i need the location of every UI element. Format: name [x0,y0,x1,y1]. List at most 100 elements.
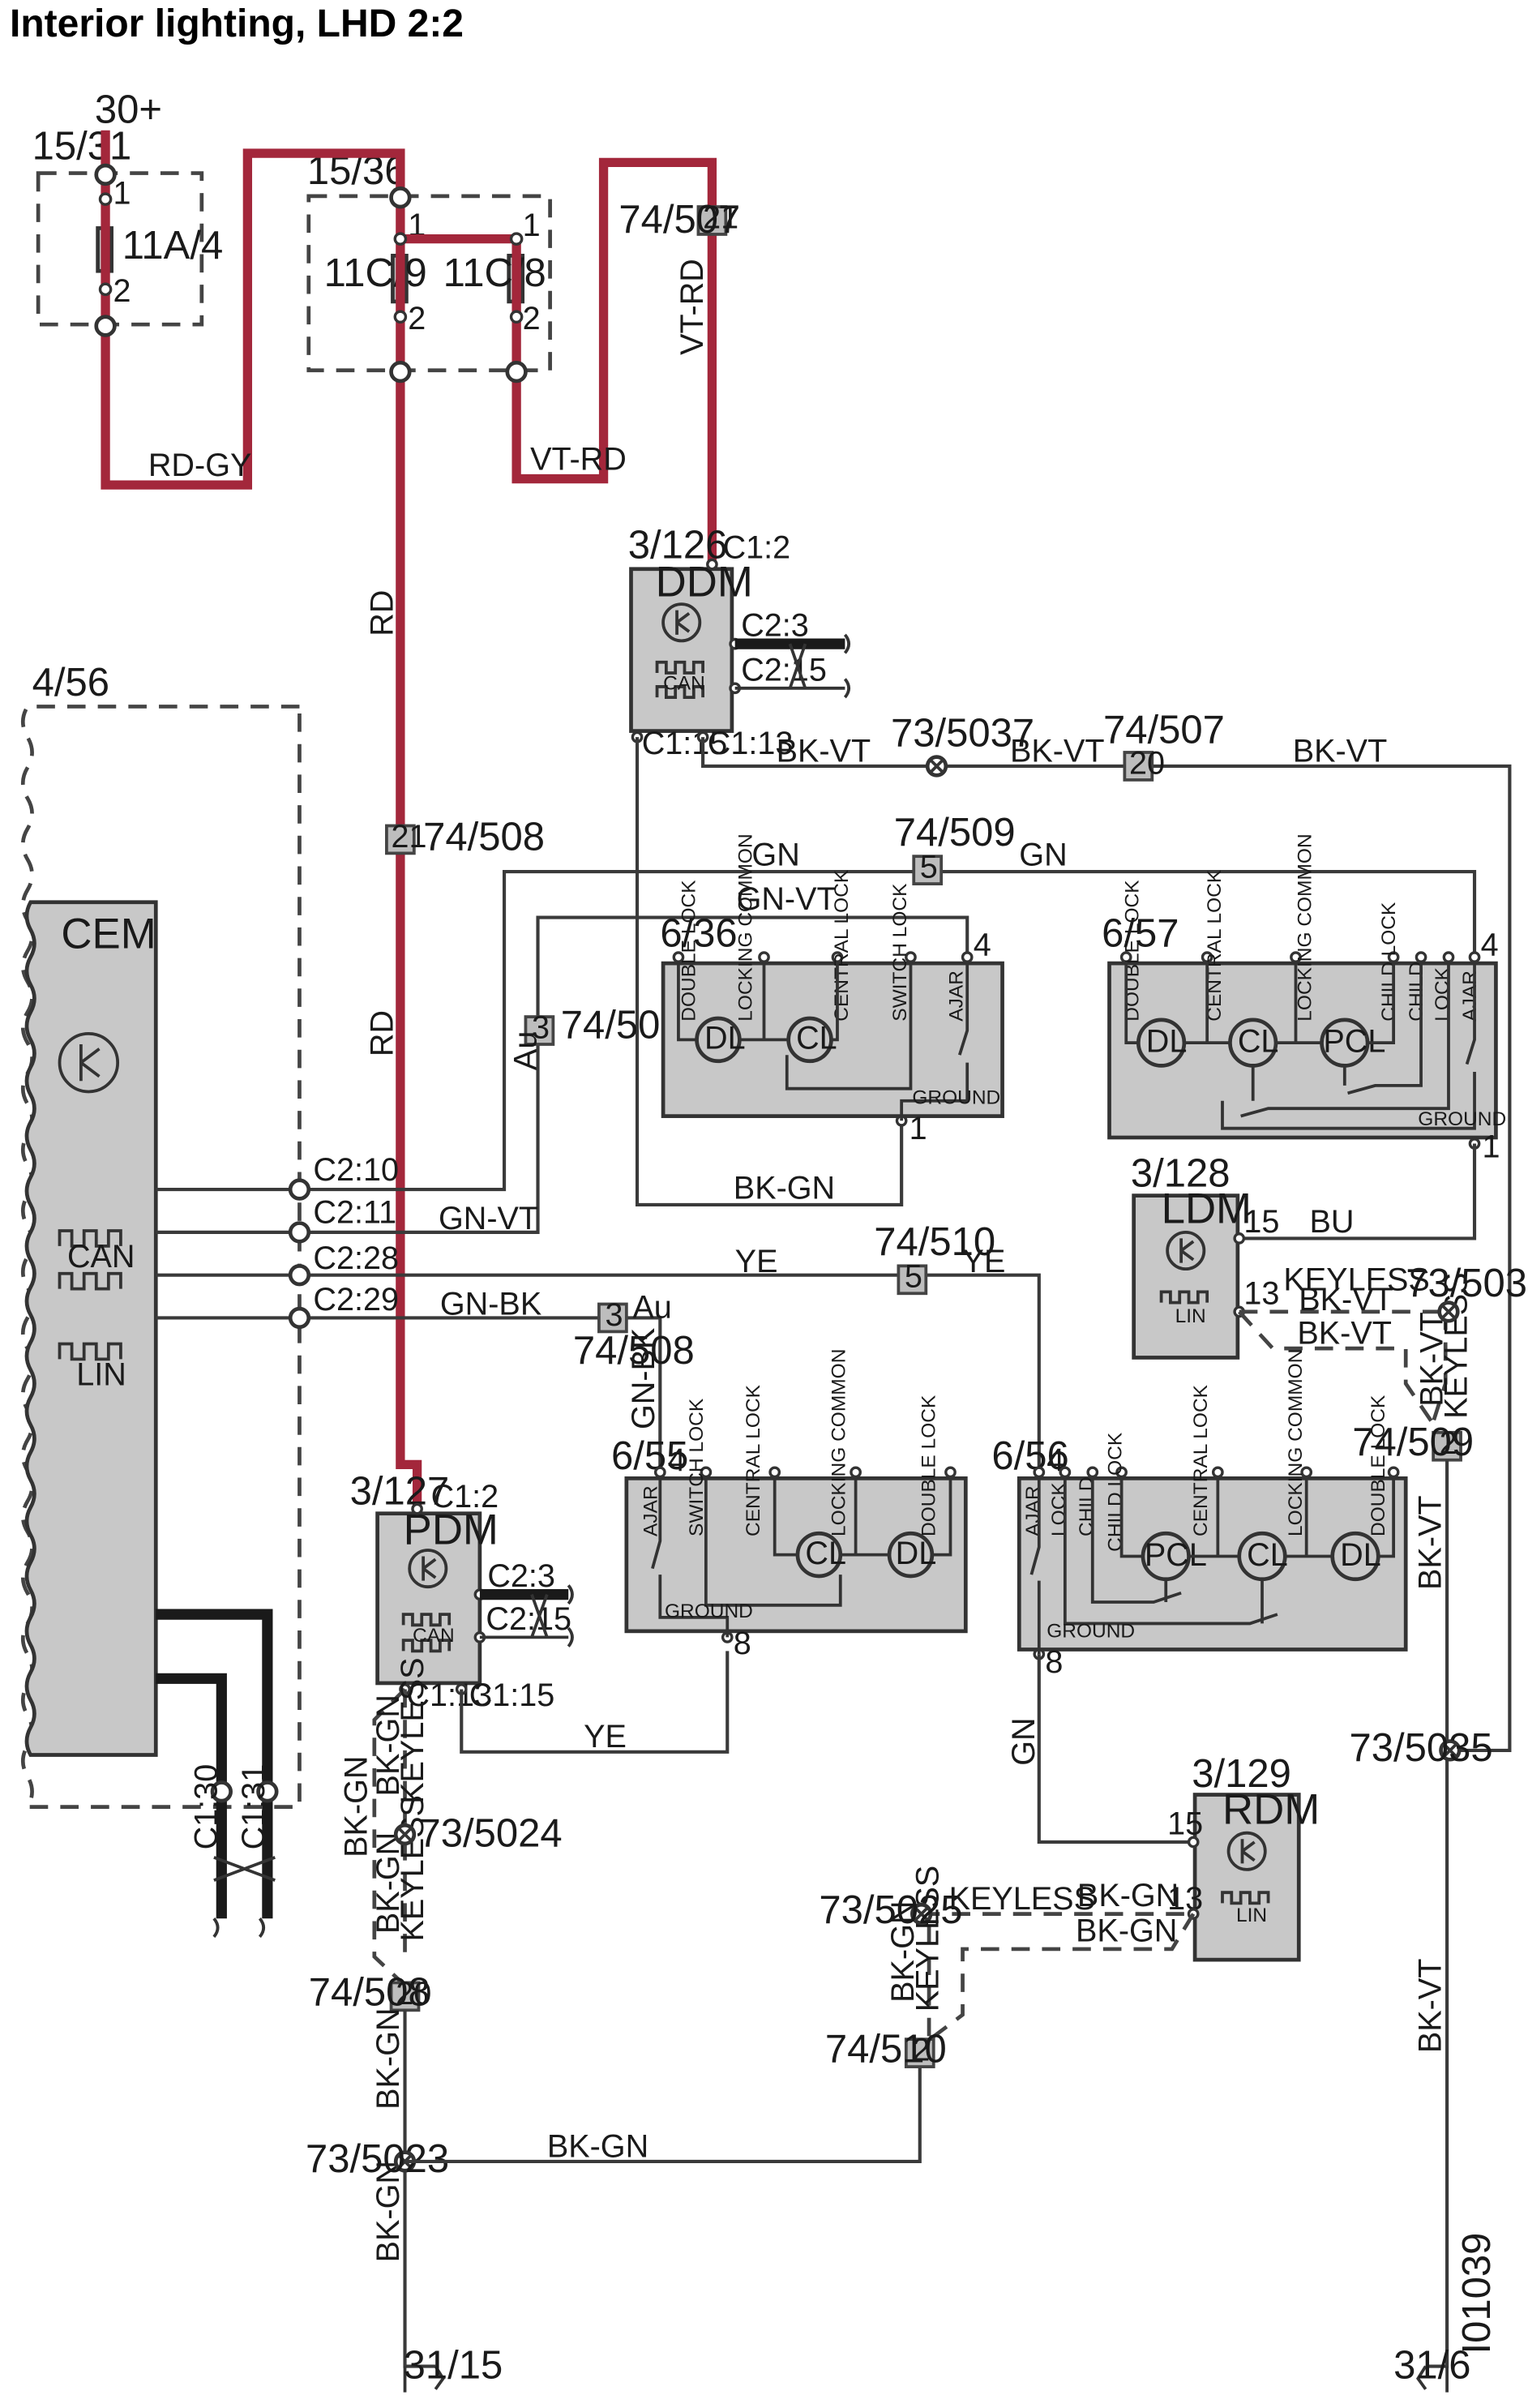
svg-text:15: 15 [1243,1204,1279,1240]
svg-text:CHILD: CHILD [1076,1476,1098,1536]
connector-74-507-pin-3: 3 74/507 Au [508,1003,683,1070]
svg-text:21: 21 [392,819,427,855]
svg-text:15: 15 [1167,1806,1203,1842]
svg-text:KEYLESS: KEYLESS [910,1866,945,2012]
label-ye-1: YE [735,1244,778,1279]
svg-text:CL: CL [1247,1537,1288,1573]
wire-bu [1239,1143,1477,1240]
fuse-terminals [94,163,528,383]
label-ye-2: YE [963,1244,1006,1279]
svg-text:4: 4 [974,928,991,963]
svg-text:73/5035: 73/5035 [1349,1726,1492,1770]
svg-text:C1:31: C1:31 [236,1764,272,1850]
svg-text:BK-VT: BK-VT [1414,1312,1449,1407]
svg-text:74/509: 74/509 [894,811,1016,855]
svg-text:CENTRAL LOCK: CENTRAL LOCK [743,1384,764,1536]
wire-label-rd-2: RD [364,1010,400,1056]
svg-text:BK-GN: BK-GN [1077,1878,1179,1913]
svg-text:KEYLESS: KEYLESS [1439,1272,1474,1418]
connector-74-510-pin-5: 5 74/510 [874,1220,995,1296]
svg-text:5: 5 [920,850,938,885]
svg-text:DL: DL [896,1536,937,1571]
power-label: 30+ [95,88,162,131]
svg-text:11C/9: 11C/9 [324,251,427,295]
wire-bk-gn-5023 [404,2067,922,2164]
label-bk-vt-5: BK-VT [1413,1959,1449,2054]
ldm-module: 3/128 LDM LIN 15 13 [1131,1151,1279,1360]
svg-text:KEYLESS: KEYLESS [1283,1262,1429,1298]
ddm-can-bus [734,633,850,699]
svg-text:LIN: LIN [1236,1905,1267,1926]
connector-74-507-pin-20: 20 74/507 [1103,709,1225,782]
ldm-keyless-wires: KEYLESS BK-VT BK-VT BK-VT KEYLESS [1237,1262,1474,1423]
svg-text:4: 4 [668,1442,686,1478]
pdm-keyless-wires: BK-GN KEYLESS BK-GN BK-GN KEYLESS [338,1657,430,1983]
svg-text:2: 2 [113,273,131,309]
svg-text:20: 20 [1129,745,1165,781]
svg-text:1: 1 [910,1111,927,1146]
svg-text:BK-GN: BK-GN [338,1755,374,1857]
svg-text:DOUBLE LOCK: DOUBLE LOCK [1367,1395,1389,1536]
svg-text:C1:15: C1:15 [469,1677,555,1713]
svg-text:SWITCH LOCK: SWITCH LOCK [686,1398,708,1536]
connector-74-508-pin-21: 21 74/508 [385,816,545,859]
door-lock-6-57: 6/57 4 1 DOUBLE LOCK CENTRAL LOCK LOCKIN… [1102,833,1506,1164]
svg-text:3: 3 [532,1009,550,1045]
rdm-module: 3/129 RDM LIN 15 13 [1167,1752,1320,1962]
svg-text:AJAR: AJAR [946,970,968,1022]
svg-text:BK-VT: BK-VT [1299,1282,1393,1318]
svg-text:Au: Au [508,1031,544,1070]
svg-text:6/56: 6/56 [991,1434,1068,1478]
svg-text:AJAR: AJAR [1459,970,1481,1022]
svg-text:KEYLESS: KEYLESS [395,1795,430,1941]
svg-text:3/129: 3/129 [1192,1752,1291,1796]
svg-text:73/5025: 73/5025 [819,1888,962,1932]
label-bk-gn-ddm: BK-GN [734,1170,835,1206]
svg-text:CL: CL [796,1021,837,1056]
svg-text:LDM: LDM [1162,1185,1252,1233]
label-gn-3: GN [1006,1717,1042,1765]
drawing-id: I01039 [1455,2233,1499,2354]
svg-text:C1:30: C1:30 [189,1764,225,1850]
svg-text:1: 1 [113,175,131,211]
svg-text:Au: Au [632,1289,671,1325]
svg-text:1: 1 [523,208,541,243]
svg-text:20: 20 [396,1976,431,2012]
svg-text:8: 8 [1045,1644,1063,1680]
svg-text:GROUND: GROUND [912,1087,1000,1109]
svg-text:DDM: DDM [656,559,753,606]
wire-gn-rdm [1037,1654,1194,1845]
svg-text:LOCKING COMMON: LOCKING COMMON [734,833,756,1021]
svg-text:74/510: 74/510 [874,1220,995,1264]
svg-text:AJAR: AJAR [640,1485,662,1536]
svg-text:74/509: 74/509 [1352,1420,1474,1464]
svg-text:3/128: 3/128 [1131,1151,1231,1195]
label-bk-gn-5: BK-GN [547,2128,648,2164]
splice-73-5025: 73/5025 [819,1888,962,1932]
svg-text:74/508: 74/508 [573,1329,695,1373]
svg-text:LOCKING COMMON: LOCKING COMMON [1294,833,1316,1021]
splice-73-5024: 73/5024 [393,1812,563,1856]
svg-text:73/5036: 73/5036 [1406,1262,1528,1305]
wire-bk-vt-ddm [701,737,1512,1752]
svg-text:C2:28: C2:28 [313,1240,399,1276]
connector-74-507-pin-21: 21 74/507 [618,198,740,242]
svg-text:LIN: LIN [1175,1305,1206,1327]
svg-text:GROUND: GROUND [1046,1620,1135,1642]
label-bk-gn-4: BK-GN [370,2161,406,2262]
diagram-title: Interior lighting, LHD 2:2 [10,2,464,45]
splice-73-5023: 73/5023 [306,2137,449,2181]
label-gn-1: GN [751,837,799,872]
svg-text:31/6: 31/6 [1393,2344,1470,2388]
connector-74-508-pin-3: 3 Au 74/508 [573,1289,695,1373]
svg-text:LOCKING COMMON: LOCKING COMMON [828,1349,850,1536]
svg-text:C2:11: C2:11 [313,1195,396,1231]
svg-text:CEM: CEM [61,910,156,958]
svg-text:31/15: 31/15 [404,2344,503,2388]
wire-label-rd-gy: RD-GY [148,448,252,483]
svg-text:CL: CL [1238,1023,1279,1059]
label-bk-gn-3: BK-GN [370,2008,406,2110]
svg-text:4: 4 [1481,928,1499,963]
cem-module: 4/56 CEM CAN LIN [20,661,302,1809]
